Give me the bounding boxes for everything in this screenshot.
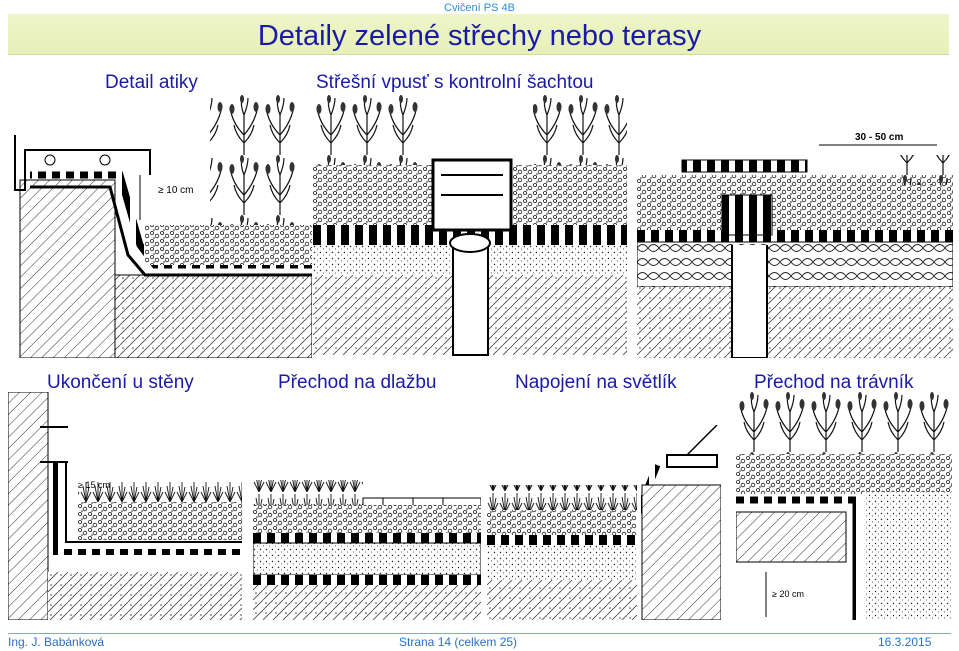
drawing-lawn: ≥ 20 cm: [736, 392, 952, 620]
caption-lawn: Přechod na trávník: [754, 372, 914, 393]
shaft-width-label: 30 - 50 cm: [855, 132, 903, 143]
footer-date: 16.3.2015: [878, 635, 932, 649]
title-bar: [8, 14, 949, 55]
course-label: Cvičení PS 4B: [444, 2, 515, 14]
lawn-height-label: ≥ 20 cm: [772, 589, 804, 599]
footer-divider: [8, 633, 951, 634]
caption-skylight: Napojení na světlík: [515, 372, 677, 393]
drawing-skylight: [487, 425, 721, 620]
caption-paving: Přechod na dlažbu: [278, 372, 437, 393]
drawing-wall: ≥ 15 cm: [8, 392, 242, 620]
footer-author: Ing. J. Babánková: [8, 635, 105, 649]
drawing-attic: ≥ 10 cm: [10, 95, 312, 358]
caption-wall: Ukončení u stěny: [47, 372, 194, 393]
footer-page: Strana 14 (celkem 25): [399, 635, 518, 649]
page-title: Detaily zelené střechy nebo terasy: [257, 20, 702, 52]
caption-attic: Detail atiky: [105, 72, 198, 93]
drawing-paving: [253, 470, 481, 620]
caption-drain: Střešní vpusť s kontrolní šachtou: [316, 72, 594, 93]
attic-height-label: ≥ 10 cm: [158, 185, 194, 196]
drawing-shaft: 30 - 50 cm: [637, 115, 953, 358]
drawing-drain: [313, 95, 627, 365]
wall-height-label: ≥ 15 cm: [78, 480, 110, 490]
